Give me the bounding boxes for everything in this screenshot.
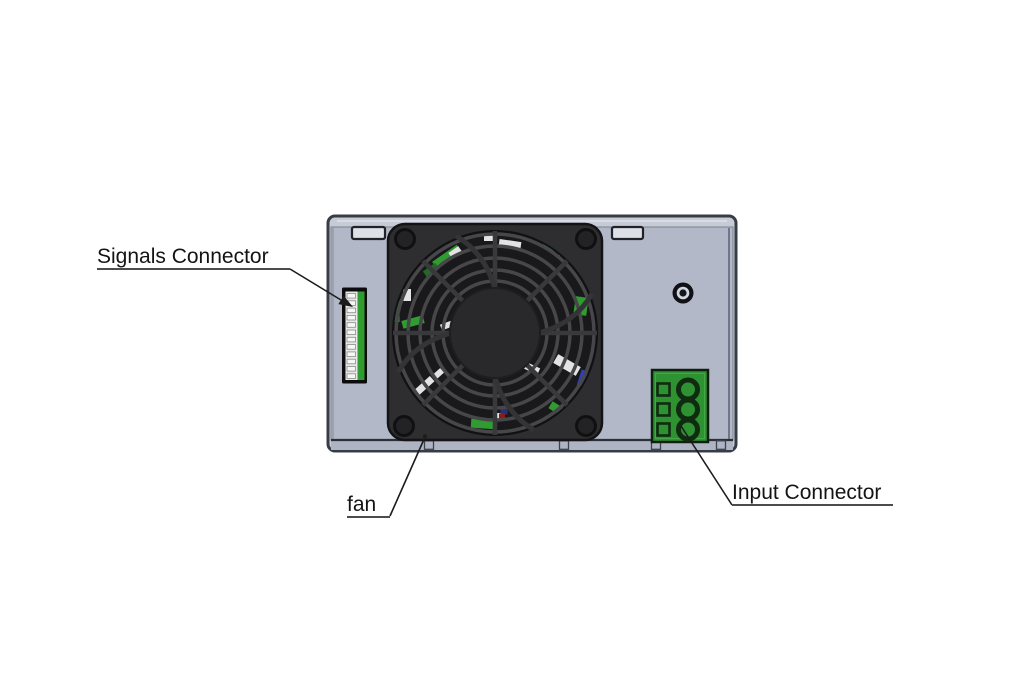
signals-connector-pins — [346, 293, 356, 379]
signals-connector — [342, 287, 367, 384]
fan-guard — [386, 222, 604, 442]
mounting-slot-left — [350, 225, 387, 241]
input-connector — [650, 368, 710, 444]
leader-line-fan — [389, 436, 426, 517]
screw — [672, 282, 694, 304]
leader-line-signals — [289, 268, 342, 301]
leader-arrowhead-signals — [338, 295, 353, 307]
input-connector-terminals — [656, 377, 700, 442]
leader-lines — [289, 268, 733, 517]
label-signals-connector: Signals Connector — [97, 245, 290, 270]
label-fan: fan — [347, 493, 390, 518]
chassis-bottom-flange — [331, 440, 733, 450]
leader-dot-fan — [422, 434, 428, 439]
fan-grille — [393, 231, 597, 435]
input-connector-inner-edge — [655, 373, 705, 439]
label-input-connector: Input Connector — [732, 481, 893, 506]
signals-connector-pin-strip — [345, 291, 358, 380]
leader-line-input — [680, 425, 733, 506]
fan-hub — [449, 287, 541, 379]
fan-guard-corner-holes — [393, 228, 597, 437]
mounting-slot-right — [610, 225, 645, 241]
signals-connector-pcb-stripe — [357, 291, 365, 380]
